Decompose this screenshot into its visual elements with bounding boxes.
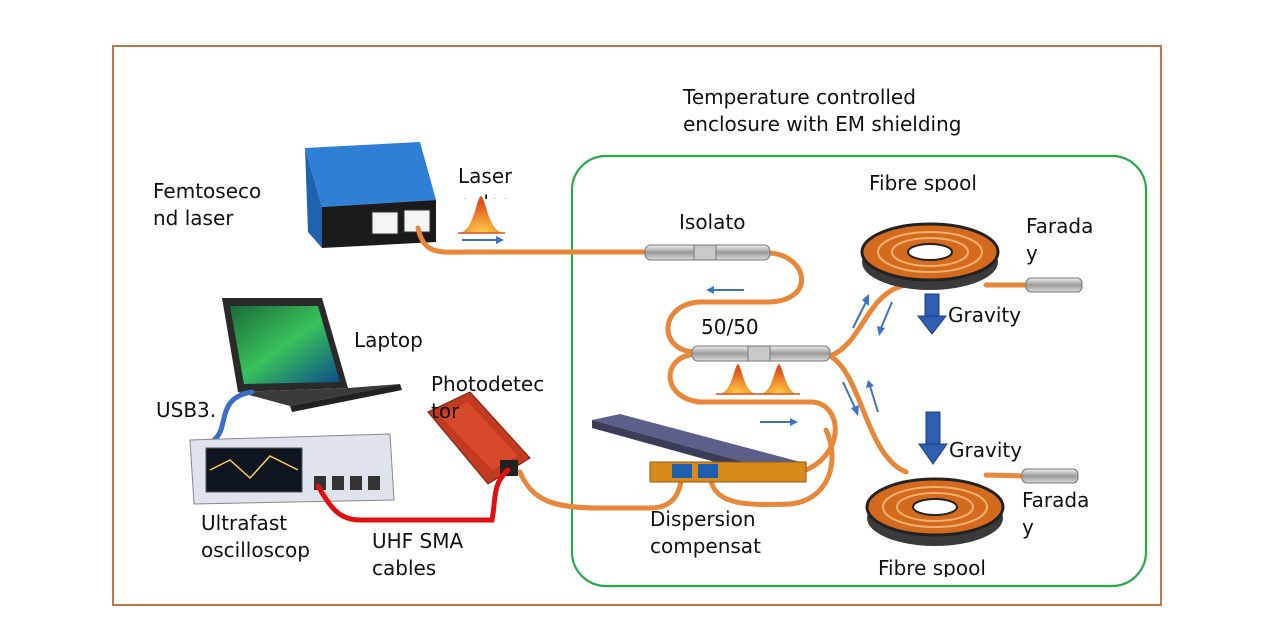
enclosure-label: Temperature controlled enclosure with EM… — [683, 85, 962, 136]
dispersion-compensator-device — [592, 414, 808, 483]
splitter-component — [691, 345, 831, 362]
photodetector-device — [427, 391, 531, 485]
fibre-spool-bottom-label: Fibre spool — [878, 556, 986, 577]
faraday-bottom-label: Farada y — [1022, 488, 1090, 539]
fibre-spool-top-label: Fibre spool — [869, 171, 977, 192]
femtosecond-laser-label: Femtoseco nd laser — [153, 179, 262, 230]
gravity-arrow-top — [916, 293, 948, 335]
propagation-arrows — [706, 286, 893, 426]
laptop-device — [222, 298, 402, 412]
faraday-mirror-top — [1025, 277, 1083, 293]
shielded-enclosure — [570, 154, 1148, 588]
faraday-mirror-bottom — [1021, 468, 1079, 484]
femtosecond-laser-device — [305, 142, 436, 248]
dispersion-compensator-label: Dispersion compensat — [650, 507, 761, 558]
laptop-label: Laptop — [354, 328, 423, 352]
gravity-arrow-bottom — [918, 411, 948, 465]
gravity-top-label: Gravity — [948, 303, 1022, 327]
laser-pulse-icon — [458, 196, 505, 244]
figure-frame — [112, 45, 1162, 606]
oscilloscope-label: Ultrafast oscilloscop — [201, 511, 310, 562]
uhf-sma-cable — [315, 467, 511, 523]
faraday-top-label: Farada y — [1026, 214, 1094, 265]
gravity-bottom-label: Gravity — [949, 438, 1023, 462]
fibre-spool-top — [860, 222, 1000, 290]
uhf-sma-label: UHF SMA cables — [372, 529, 464, 580]
oscilloscope-device — [189, 433, 395, 505]
optical-fibre — [415, 225, 1033, 511]
isolator-label: Isolato — [679, 210, 746, 234]
splitter-label: 50/50 — [701, 315, 759, 339]
usb-label: USB3. — [156, 398, 217, 422]
photodetector-label: Photodetec tor — [431, 372, 545, 419]
laser-pulse-label: Laser pulse — [458, 164, 513, 199]
usb-cable — [207, 389, 255, 447]
fibre-spool-bottom — [865, 477, 1005, 546]
double-pulse-icon — [716, 364, 800, 395]
isolator-component — [644, 244, 771, 261]
